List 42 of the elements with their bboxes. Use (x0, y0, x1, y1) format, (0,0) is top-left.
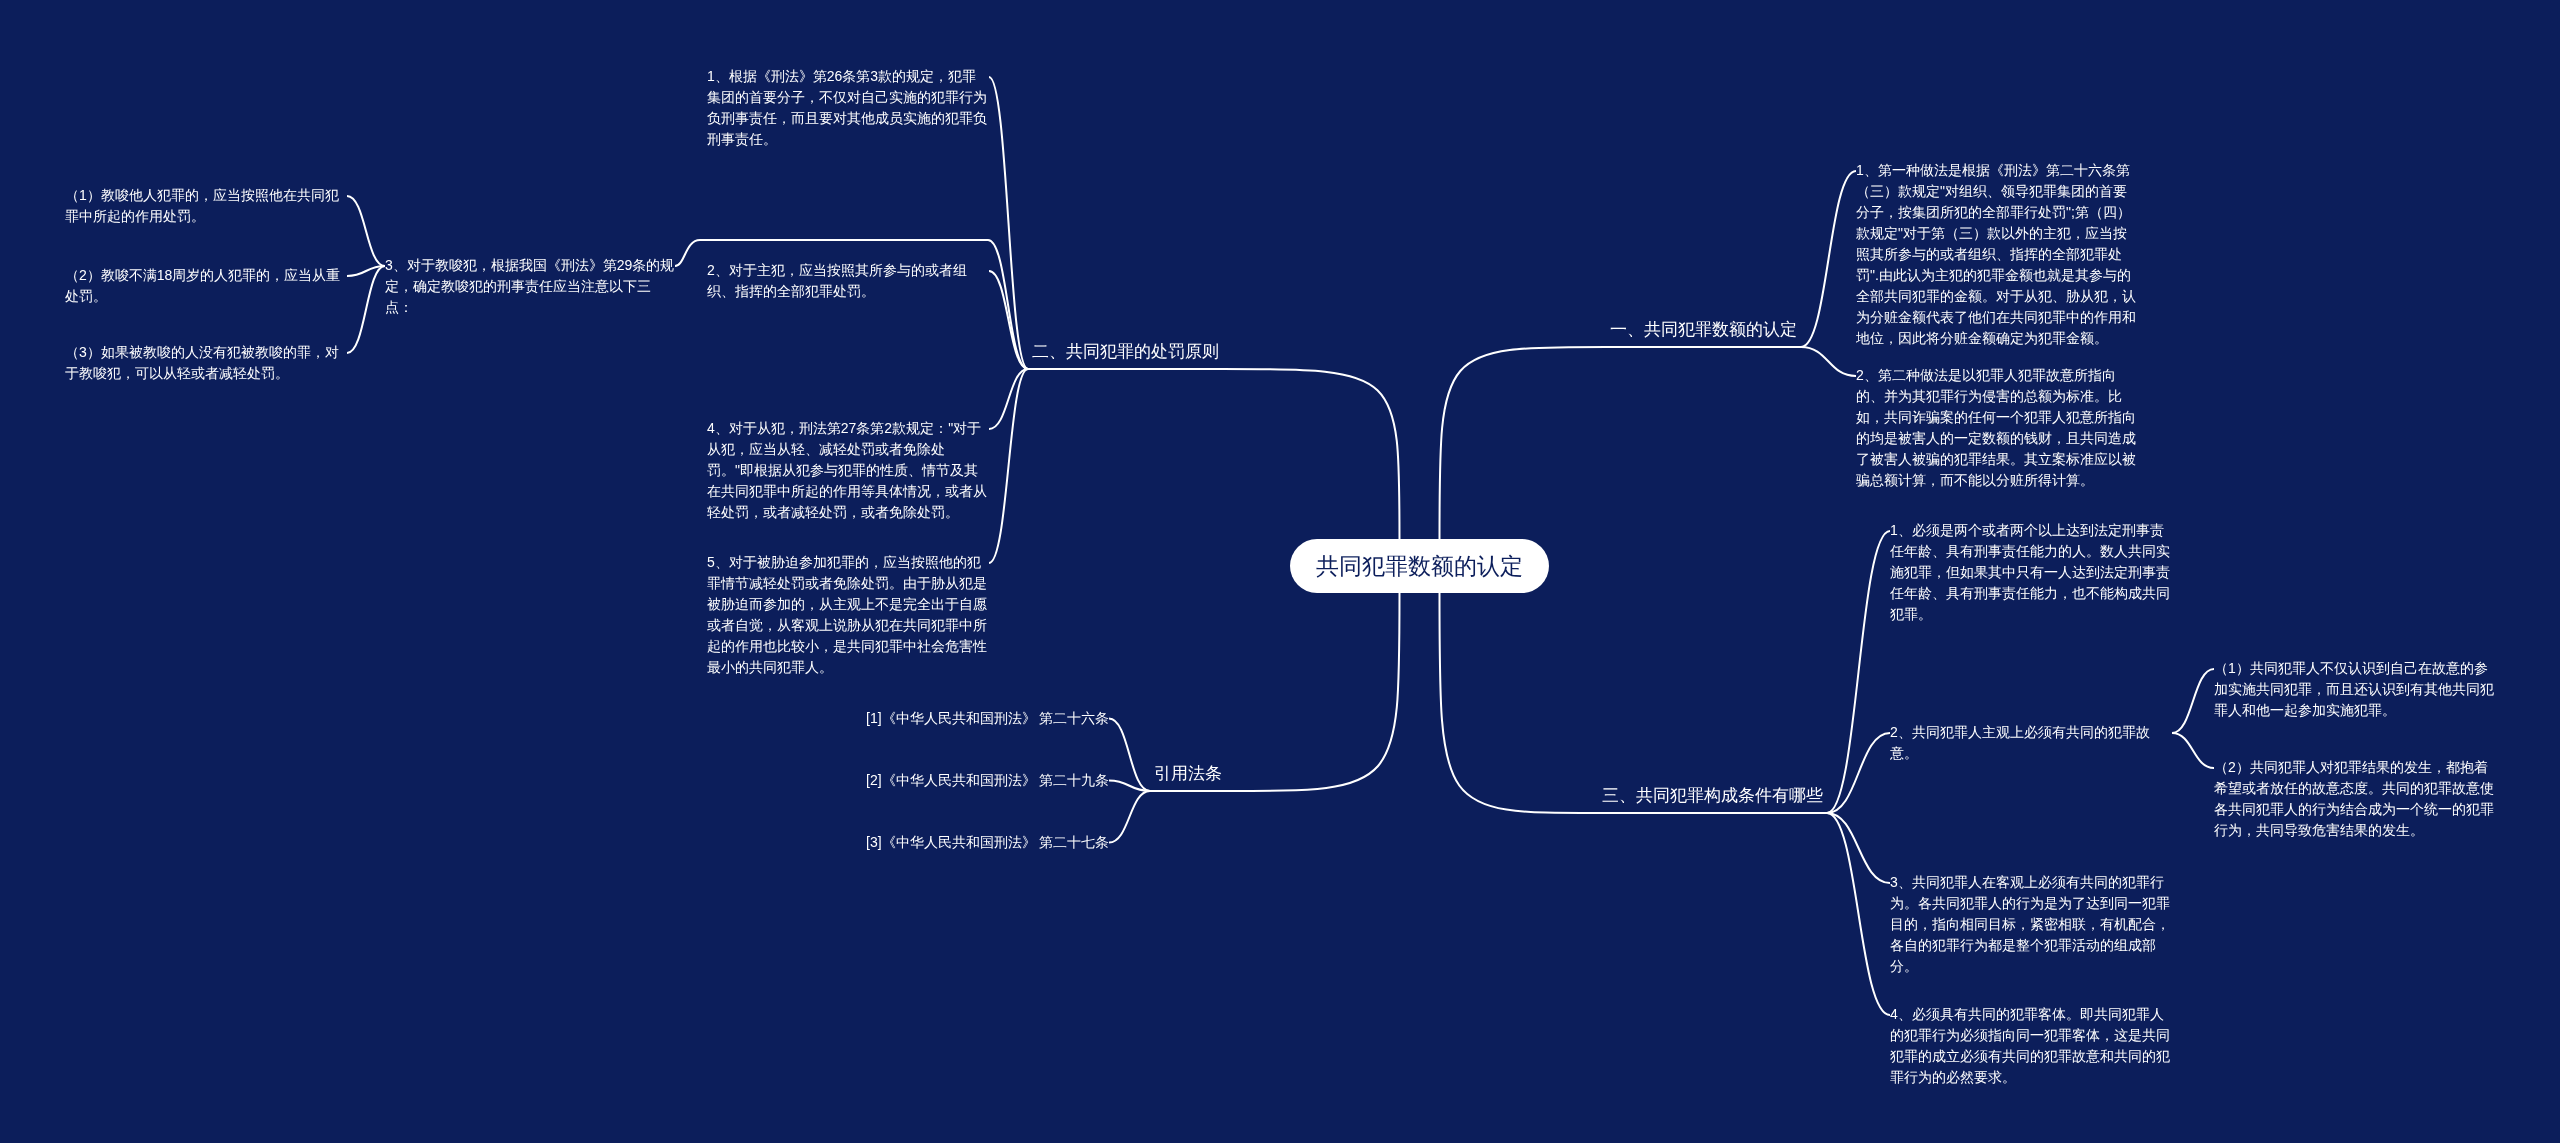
note-text: （2）教唆不满18周岁的人犯罪的，应当从重处罚。 (65, 265, 347, 307)
connector-line (1108, 717, 1151, 792)
note-text: 4、对于从犯，刑法第27条第2款规定："对于从犯，应当从轻、减轻处罚或者免除处罚。"即根据从犯参与犯罪的性质、情节及其在共同犯罪中所起的作用等具体情况，或者从轻处罚，或者减轻处罚，或者免除处罚。 (707, 418, 989, 523)
connector-line (988, 368, 1029, 564)
branch-topic: 二、共同犯罪的处罚原则 (1028, 338, 1223, 370)
note-text: 2、对于主犯，应当按照其所参与的或者组织、指挥的全部犯罪处罚。 (707, 260, 989, 302)
note-text: 1、第一种做法是根据《刑法》第二十六条第（三）款规定"对组织、领导犯罪集团的首要分子，按集团所犯的全部罪行处罚";第（四）款规定"对于第（三）款以外的主犯，应当按照其所参与的或者组织、指挥的全部犯罪处罚".由此认为主犯的犯罪金额也就是其参与的全部共同犯罪的金额。对于从犯、胁从犯，认为分赃金额代表了他们在共同犯罪中的作用和地位，因此将分赃金额确定为犯罪金额。 (1856, 160, 2138, 349)
connector-line (1438, 346, 1607, 540)
citation-text: [1]《中华人民共和国刑法》 第二十六条 (866, 708, 1110, 729)
connector-line (1222, 368, 1401, 540)
connector-line (1225, 592, 1401, 792)
note-text: （2）共同犯罪人对犯罪结果的发生，都抱着希望或者放任的故意态度。共同的犯罪故意使各共同犯罪人的行为结合成为一个统一的犯罪行为，共同导致危害结果的发生。 (2214, 757, 2500, 841)
connector-line (1108, 790, 1151, 844)
connector-line (1826, 530, 1891, 814)
connector-line (346, 265, 386, 354)
note-text: 3、共同犯罪人在客观上必须有共同的犯罪行为。各共同犯罪人的行为是为了达到同一犯罪目的，指向相同目标，紧密相联，有机配合，各自的犯罪行为都是整个犯罪活动的组成部分。 (1890, 872, 2172, 977)
connector-line (1438, 592, 1599, 814)
connector-line (2171, 732, 2215, 769)
note-text: 4、必须具有共同的犯罪客体。即共同犯罪人的犯罪行为必须指向同一犯罪客体，这是共同犯罪的成立必须有共同的犯罪故意和共同的犯罪行为的必然要求。 (1890, 1004, 2172, 1088)
connector-line (988, 76, 1029, 370)
note-text: 5、对于被胁迫参加犯罪的，应当按照他的犯罪情节减轻处罚或者免除处罚。由于胁从犯是被胁迫而参加的，从主观上不是完全出于自愿或者自觉，从客观上说胁从犯在共同犯罪中所起的作用也比较小，是共同犯罪中社会危害性最小的共同犯罪人。 (707, 552, 989, 678)
connector-line (346, 265, 386, 277)
connector-line (1800, 170, 1857, 348)
note-text: 1、必须是两个或者两个以上达到法定刑事责任年龄、具有刑事责任能力的人。数人共同实施犯罪，但如果其中只有一人达到法定刑事责任年龄、具有刑事责任能力，也不能构成共同犯罪。 (1890, 520, 2172, 625)
branch-topic: 引用法条 (1150, 760, 1226, 792)
connector-line (988, 368, 1029, 430)
citation-text: [3]《中华人民共和国刑法》 第二十七条 (866, 832, 1110, 853)
note-text: （3）如果被教唆的人没有犯被教唆的罪，对于教唆犯，可以从轻或者减轻处罚。 (65, 342, 347, 384)
branch-topic: 三、共同犯罪构成条件有哪些 (1598, 782, 1827, 814)
connector-line (1800, 346, 1857, 377)
citation-text: [2]《中华人民共和国刑法》 第二十九条 (866, 770, 1110, 791)
connector-line (346, 195, 386, 267)
connector-line (674, 239, 1029, 370)
note-text: 2、共同犯罪人主观上必须有共同的犯罪故意。 (1890, 722, 2172, 764)
note-text: 2、第二种做法是以犯罪人犯罪故意所指向的、并为其犯罪行为侵害的总额为标准。比如，共同诈骗案的任何一个犯罪人犯意所指向的均是被害人的一定数额的钱财，且共同造成了被害人被骗的犯罪结果。其立案标准应以被骗总额计算，而不能以分赃所得计算。 (1856, 365, 2138, 491)
central-topic: 共同犯罪数额的认定 (1290, 539, 1549, 593)
note-text: （1）教唆他人犯罪的，应当按照他在共同犯罪中所起的作用处罚。 (65, 185, 347, 227)
branch-topic: 一、共同犯罪数额的认定 (1606, 316, 1801, 348)
note-text: 3、对于教唆犯，根据我国《刑法》第29条的规定，确定教唆犯的刑事责任应当注意以下三点： (385, 255, 675, 318)
note-text: 1、根据《刑法》第26条第3款的规定，犯罪集团的首要分子，不仅对自己实施的犯罪行为负刑事责任，而且要对其他成员实施的犯罪负刑事责任。 (707, 66, 989, 150)
note-text: （1）共同犯罪人不仅认识到自己在故意的参加实施共同犯罪，而且还认识到有其他共同犯罪人和他一起参加实施犯罪。 (2214, 658, 2500, 721)
connector-line (1826, 812, 1891, 1016)
